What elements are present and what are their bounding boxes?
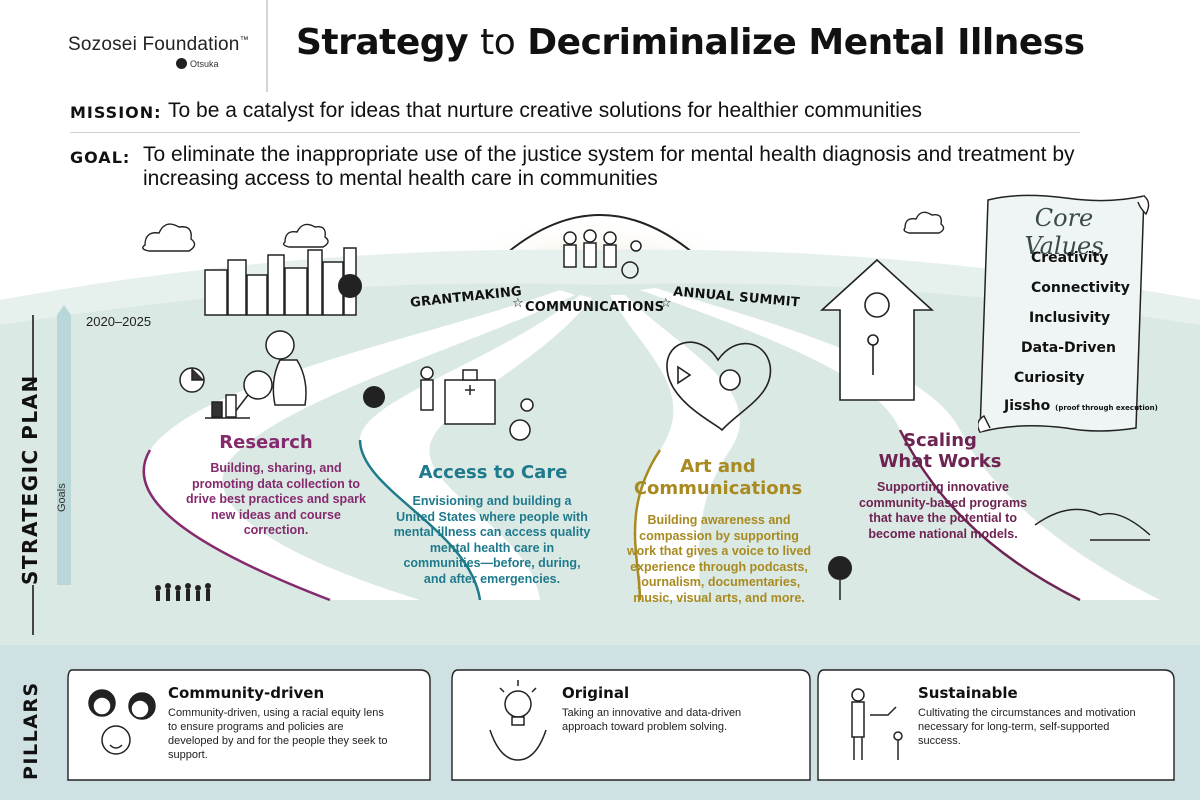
research-title: Research	[219, 432, 313, 453]
research-edge	[142, 449, 331, 602]
tree-icon	[828, 556, 852, 580]
pillar-title-original: Original	[562, 684, 630, 702]
goals-label: Goals	[56, 483, 68, 512]
landscape-illustration	[0, 200, 1200, 650]
access-title: Access to Care	[418, 462, 568, 483]
tree-icon	[338, 274, 362, 298]
magnifying-glass-researcher-icon	[234, 330, 307, 413]
core-value-item: Connectivity	[1031, 280, 1130, 296]
scaling-body: Supporting innovative community-based pr…	[858, 480, 1028, 541]
star-icon: ☆	[660, 296, 672, 311]
core-value-item: Curiosity	[1014, 370, 1085, 386]
pillar-title-community: Community-driven	[168, 684, 325, 702]
otsuka-logo-icon	[176, 58, 187, 69]
road-art	[610, 295, 740, 600]
art-body: Building awareness and compassion by sup…	[626, 513, 812, 605]
chart-icon	[179, 367, 250, 419]
goal-label: GOAL:	[70, 148, 131, 167]
doctor-icon	[420, 366, 434, 411]
mission-divider	[70, 132, 1080, 133]
art-edge	[633, 449, 662, 601]
header-divider	[266, 0, 268, 92]
scaling-title: Scaling What Works	[878, 430, 1002, 472]
core-values-scroll	[978, 194, 1150, 433]
timeline-bar	[57, 315, 71, 585]
tree-icon	[363, 386, 385, 408]
goal-text: To eliminate the inappropriate use of th…	[143, 143, 1075, 190]
cloud-icon	[903, 211, 945, 234]
research-body: Building, sharing, and promoting data co…	[186, 461, 366, 537]
mountain-icon	[1034, 508, 1151, 541]
wheelchair-user-icon	[509, 398, 534, 441]
cloud-icon	[282, 223, 329, 248]
road-research	[143, 290, 575, 600]
scaling-edge	[898, 429, 1081, 602]
hospital-icon	[444, 369, 496, 425]
lightbulb-hands-icon	[489, 680, 547, 761]
heart-megaphone-icon	[666, 341, 772, 432]
arch-label-communications: COMMUNICATIONS	[525, 300, 665, 315]
years-label: 2020–2025	[86, 314, 152, 329]
sun-icon	[487, 214, 713, 271]
watering-can-gardener-icon	[851, 688, 903, 760]
star-icon: ☆	[512, 296, 524, 311]
core-value-item: Inclusivity	[1029, 310, 1111, 326]
pillar-body-original: Taking an innovative and data-driven app…	[562, 707, 742, 733]
pillars-label: PILLARS	[20, 681, 42, 780]
pillar-title-sustainable: Sustainable	[918, 684, 1018, 702]
pillar-body-sustainable: Cultivating the circumstances and motiva…	[918, 707, 1136, 747]
logo-name: Sozosei Foundation™	[68, 34, 249, 55]
page-title: Strategy to Decriminalize Mental Illness	[296, 22, 1085, 63]
jissho-note: (proof through execution)	[1055, 404, 1158, 412]
pillar-card-original	[451, 669, 811, 781]
art-title: Art and Communications	[633, 456, 803, 499]
core-value-item: Creativity	[1031, 250, 1109, 266]
core-values-title: Core Values	[1024, 204, 1104, 260]
children-group-icon	[155, 583, 211, 601]
core-value-item: Data-Driven	[1021, 340, 1116, 356]
access-body: Envisioning and building a United States…	[393, 494, 591, 586]
mission-text: To be a catalyst for ideas that nurture …	[168, 99, 923, 122]
road-access	[360, 295, 592, 600]
access-edge	[358, 439, 482, 601]
pillar-card-sustainable	[817, 669, 1175, 781]
core-value-item: Jissho (proof through execution)	[1004, 398, 1158, 414]
road-scaling	[640, 288, 1160, 600]
strategic-plan-label: STRATEGIC PLAN	[18, 374, 42, 585]
community-faces-icon	[88, 689, 156, 755]
growth-arrow-icon	[819, 258, 935, 401]
logo-sub: Otsuka	[176, 58, 219, 69]
cloud-icon	[142, 223, 196, 252]
people-group-icon	[563, 229, 642, 279]
pillar-card-community	[67, 669, 431, 781]
pillar-body-community: Community-driven, using a racial equity …	[168, 707, 388, 761]
mission-label: MISSION:	[70, 103, 162, 122]
pillar-cards	[67, 669, 1175, 781]
